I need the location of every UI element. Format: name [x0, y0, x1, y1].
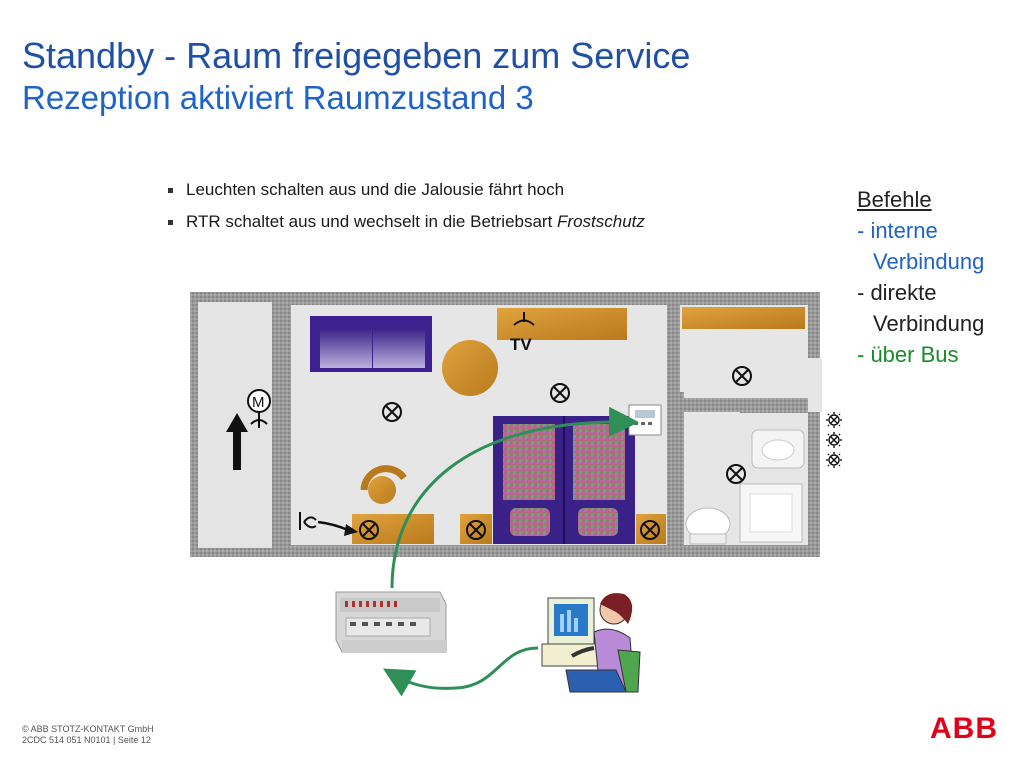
slide-title: Standby - Raum freigegeben zum Service	[22, 35, 691, 76]
slide-footer: © ABB STOTZ-KONTAKT GmbH 2CDC 514 051 N0…	[22, 724, 154, 746]
legend-direct-line2: Verbindung	[873, 311, 985, 336]
exterior-lamp-icon	[826, 432, 842, 448]
motor-label: M	[252, 394, 265, 411]
bathtub-icon	[739, 483, 803, 543]
motor-icon: M	[247, 389, 271, 428]
exterior-lamp-icon	[826, 412, 842, 428]
tv-label: TV	[510, 335, 532, 354]
lamp-icon	[732, 366, 752, 386]
legend-direct-line1: - direkte	[857, 280, 937, 305]
bullet-item: Leuchten schalten aus und die Jalousie f…	[166, 178, 645, 210]
bench	[352, 514, 434, 544]
bullet-emphasis: Frostschutz	[557, 212, 645, 231]
exterior-lamp-icon	[826, 452, 842, 468]
footer-copyright: © ABB STOTZ-KONTAKT GmbH	[22, 724, 154, 734]
table-icon	[442, 340, 498, 396]
lamp-icon	[550, 383, 570, 403]
legend-internal-line1: - interne	[857, 218, 938, 243]
bus-connection-line	[382, 646, 539, 697]
sink-icon	[751, 429, 805, 469]
bus-connection-line	[390, 406, 639, 589]
abb-logo: ABB	[930, 712, 998, 745]
switch-arrow-icon	[317, 520, 358, 536]
bullet-item: RTR schaltet aus und wechselt in die Bet…	[166, 210, 645, 242]
slide-subtitle: Rezeption aktiviert Raumzustand 3	[22, 79, 534, 116]
thermostat-icon	[628, 404, 662, 436]
bed-icon	[493, 416, 635, 544]
legend-heading: Befehle	[857, 187, 932, 212]
toilet-icon	[685, 507, 731, 545]
footer-docref: 2CDC 514 051 N0101 | Seite 12	[22, 735, 151, 745]
socket-icon	[513, 312, 535, 326]
bullet-list: Leuchten schalten aus und die Jalousie f…	[166, 178, 645, 242]
jalousie-up-arrow-icon	[226, 413, 248, 470]
lamp-icon	[466, 520, 486, 540]
lamp-icon	[382, 402, 402, 422]
lamp-icon	[726, 464, 746, 484]
lamp-icon	[359, 520, 379, 540]
bullet-text: Leuchten schalten aus und die Jalousie f…	[186, 180, 565, 199]
tv-desk	[497, 308, 627, 340]
bullet-text: RTR schaltet aus und wechselt in die Bet…	[186, 212, 558, 231]
receptionist-at-computer-icon	[541, 593, 641, 693]
lamp-icon	[640, 520, 660, 540]
command-legend: Befehle - interne Verbindung - direkte V…	[857, 184, 984, 370]
legend-internal-line2: Verbindung	[873, 249, 985, 274]
wardrobe	[682, 307, 805, 329]
chair-icon	[360, 465, 407, 504]
legend-bus: - über Bus	[857, 342, 959, 367]
knx-actuator-icon	[335, 591, 447, 653]
switch-icon	[299, 512, 317, 530]
sofa-icon	[310, 316, 432, 372]
